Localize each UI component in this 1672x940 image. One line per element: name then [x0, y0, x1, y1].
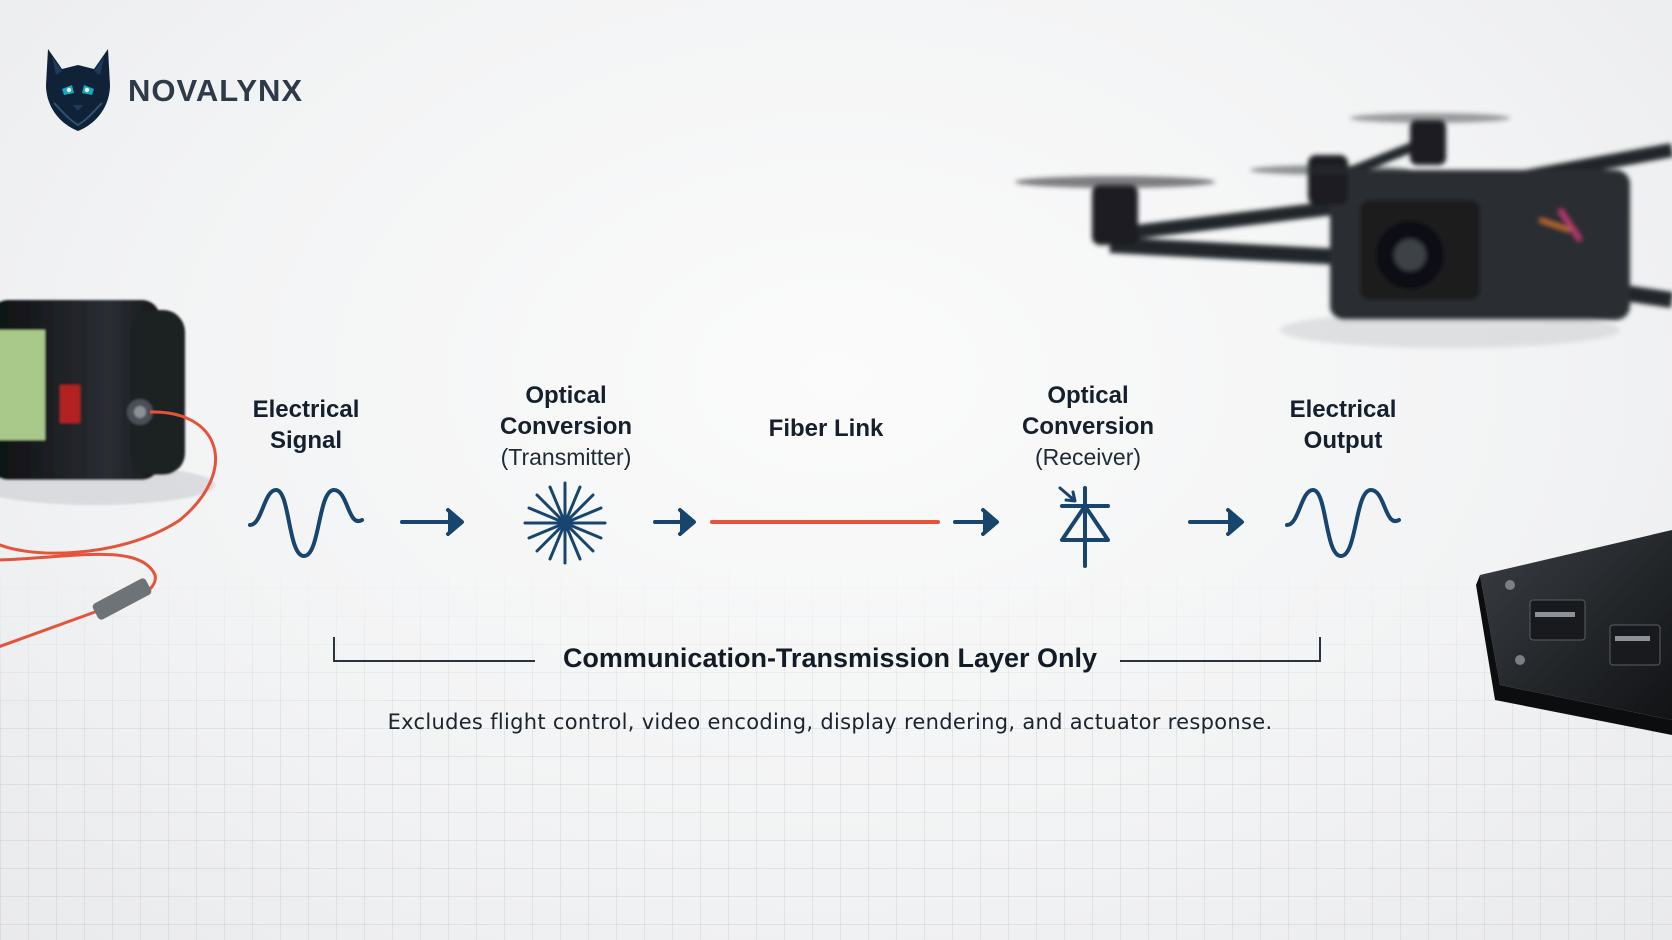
- layer-bracket: [333, 637, 1321, 662]
- stage-label-electrical-signal: Electrical Signal: [206, 394, 406, 456]
- stage-title-line: Output: [1303, 427, 1383, 454]
- drone: [1015, 113, 1672, 348]
- brand: NOVALYNX: [44, 44, 303, 134]
- sine-wave-icon: [1285, 488, 1401, 558]
- brand-name: NOVALYNX: [128, 73, 304, 108]
- arrow-right-icon: [953, 508, 999, 536]
- stage-subtitle: (Receiver): [1034, 444, 1142, 470]
- stage-title-line: Conversion: [1021, 413, 1155, 440]
- stage-title-line: Electrical: [252, 396, 360, 423]
- stage-title-line: Optical: [1047, 382, 1129, 409]
- arrow-right-icon: [653, 508, 696, 536]
- arrow-right-icon: [400, 508, 464, 536]
- stage-title-line: Optical: [525, 382, 607, 409]
- layer-title: Communication-Transmission Layer Only: [562, 643, 1098, 673]
- lynx-head-logo-icon: [46, 49, 110, 131]
- stage-title-line: Electrical: [1289, 396, 1397, 423]
- arrow-right-icon: [1188, 508, 1244, 536]
- laser-starburst-icon: [523, 481, 607, 565]
- exclusion-note: Excludes flight control, video encoding,…: [387, 710, 1273, 734]
- stage-title-line: Signal: [269, 427, 342, 454]
- sine-wave-icon: [248, 488, 364, 558]
- stage-label-fiber-link: Fiber Link: [726, 413, 926, 444]
- receiver-box: [1476, 530, 1672, 735]
- photodiode-icon: [1058, 486, 1110, 568]
- stage-subtitle: (Transmitter): [500, 444, 632, 470]
- stage-title-line: Fiber Link: [768, 415, 884, 442]
- stage-title-line: Conversion: [499, 413, 633, 440]
- grid-floor: [0, 560, 1672, 940]
- stage-label-optical-transmitter: Optical Conversion (Transmitter): [466, 380, 666, 473]
- stage-label-electrical-output: Electrical Output: [1243, 394, 1443, 456]
- cable-reel-device: [0, 300, 215, 505]
- stage-label-optical-receiver: Optical Conversion (Receiver): [988, 380, 1188, 473]
